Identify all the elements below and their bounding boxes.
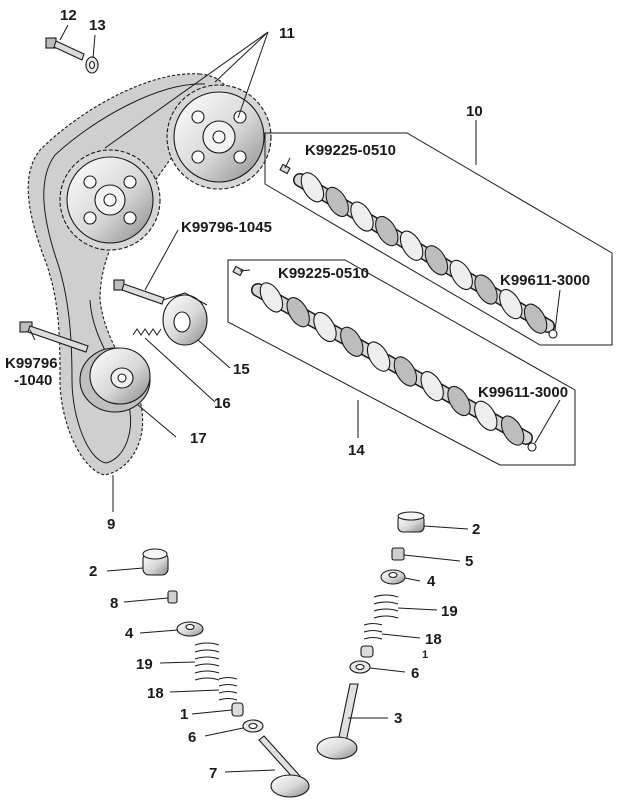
exhaust-valve-left: [258, 735, 310, 798]
callout-15: 15: [233, 361, 250, 378]
callout-4-left: 4: [125, 625, 134, 642]
sprocket-washer: [85, 56, 99, 74]
inner-spring-left: [218, 676, 238, 701]
end-plug-upper: [548, 329, 558, 339]
part-code-dowel-upper: K99225-0510: [305, 142, 396, 159]
sprocket-bolt: [45, 37, 85, 61]
camshaft-intake: [293, 172, 555, 334]
callout-7: 7: [209, 765, 217, 782]
inner-spring-right: [363, 622, 383, 640]
cam-lobe: [523, 303, 548, 334]
part-code-dowel-lower: K99225-0510: [278, 265, 369, 282]
callout-18-left: 18: [147, 685, 164, 702]
valve-key-right: [391, 547, 405, 561]
cam-lobe: [313, 311, 337, 343]
outer-spring-left: [194, 642, 220, 681]
hydraulic-lifter-left: [142, 548, 169, 576]
cam-lobe: [399, 230, 424, 261]
cam-lobe: [350, 201, 374, 232]
cam-lobe: [449, 259, 473, 291]
callout-1-right: 1: [422, 649, 428, 661]
dowel-pin-lower: [232, 265, 244, 277]
cam-lobe: [500, 415, 525, 446]
part-code-labels: K99225-0510 K99796-1045 K99225-0510 K996…: [5, 142, 590, 401]
valve-seal-left: [231, 702, 244, 717]
callout-19-right: 19: [441, 603, 458, 620]
callout-5: 5: [465, 553, 473, 570]
callout-8: 8: [110, 595, 118, 612]
intake-valve-right: [316, 683, 359, 760]
cam-sprocket-upper: [166, 84, 272, 190]
cam-lobe: [340, 326, 364, 357]
callout-6-right: 6: [411, 665, 419, 682]
cam-lobe: [393, 356, 418, 387]
tensioner-bracket: [162, 292, 208, 346]
cam-lobe: [447, 385, 471, 417]
callout-1-left: 1: [180, 706, 188, 723]
spring-retainer-right: [380, 569, 406, 585]
callout-3: 3: [394, 710, 402, 727]
tensioner-spring: [132, 328, 162, 336]
callout-12: 12: [60, 7, 77, 24]
part-code-tensioner-bolt-2: -1040: [14, 372, 52, 389]
part-code-plug-upper: K99611-3000: [500, 272, 590, 289]
cam-lobe: [474, 274, 498, 305]
tensioner-bracket-bolt: [113, 279, 165, 305]
cam-lobe: [286, 297, 310, 328]
cam-lobe: [499, 288, 523, 320]
callout-labels: 12 13 11 10 14 15 16 17 9 2 8 4 19 18 1 …: [60, 7, 483, 782]
cam-lobe: [420, 371, 444, 402]
callout-11: 11: [279, 25, 295, 42]
callout-9: 9: [107, 516, 115, 533]
tensioner-pulley: [79, 347, 151, 413]
callout-10: 10: [466, 103, 483, 120]
cam-sprocket-lower: [59, 149, 161, 251]
spring-seat-left: [242, 719, 264, 733]
dowel-pin-upper: [279, 163, 291, 175]
callout-2-right: 2: [472, 521, 480, 538]
callout-13: 13: [89, 17, 106, 34]
part-code-plug-lower: K99611-3000: [478, 384, 568, 401]
callout-18-right: 18: [425, 631, 442, 648]
cam-lobe: [366, 341, 391, 372]
spring-seat-right: [349, 660, 371, 674]
camshaft-box-14: [227, 259, 576, 466]
camshaft-exhaust: [251, 282, 533, 446]
camshaft-box-10: [264, 132, 613, 346]
callout-16: 16: [214, 395, 231, 412]
callout-4-right: 4: [427, 573, 436, 590]
cam-lobe: [259, 282, 284, 313]
spring-retainer-left: [176, 621, 204, 637]
tensioner-bolt: [19, 321, 89, 353]
cam-lobe: [300, 172, 325, 203]
cam-lobe: [375, 215, 399, 247]
cam-lobe: [325, 186, 349, 218]
callout-14: 14: [348, 442, 365, 459]
callout-19-left: 19: [136, 656, 153, 673]
cam-lobe: [474, 400, 498, 431]
part-code-tensioner-bolt-1: K99796: [5, 355, 58, 372]
callout-17: 17: [190, 430, 207, 447]
callout-2-left: 2: [89, 563, 97, 580]
cam-lobe: [424, 245, 449, 276]
outer-spring-right: [373, 594, 399, 619]
leader-lines: [29, 24, 561, 773]
part-code-bracket-bolt: K99796-1045: [181, 219, 272, 236]
hydraulic-lifter-right: [397, 511, 425, 533]
valve-seal-right: [360, 645, 374, 658]
end-plug-lower: [527, 442, 537, 452]
callout-6-left: 6: [188, 729, 196, 746]
valve-key-left: [167, 590, 178, 604]
